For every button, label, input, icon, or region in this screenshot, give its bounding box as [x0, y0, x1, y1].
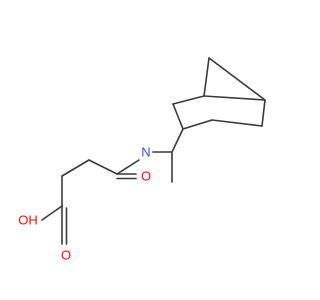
bond-ring-6: [203, 95, 266, 101]
bond-bridge-2: [208, 57, 266, 101]
hydroxyl-group-label: OH: [18, 213, 38, 228]
bond-ring-5: [261, 99, 266, 127]
ethyl-linker: [152, 128, 184, 183]
bond-n-to-carbonyl: [116, 159, 140, 175]
bond-ring-2: [172, 95, 205, 105]
amide-oxygen-atom-label: O: [141, 169, 151, 184]
acid-oxygen-atom-label: O: [61, 248, 71, 263]
nitrogen-atom-label: N: [141, 145, 150, 160]
bond-chain-2: [61, 159, 90, 177]
bond-bridge-1: [203, 57, 210, 97]
bond-ring-1: [172, 103, 184, 130]
bond-ring-3: [182, 119, 213, 130]
bond-ring-to-ch: [171, 128, 184, 153]
bond-chain-1: [88, 159, 118, 175]
bond-ring-4: [211, 119, 263, 127]
acid-chain: [41, 159, 140, 245]
bond-acid-oh: [41, 205, 63, 221]
structural-formula: N O OH O: [18, 57, 266, 263]
norbornyl-group: [172, 57, 266, 130]
